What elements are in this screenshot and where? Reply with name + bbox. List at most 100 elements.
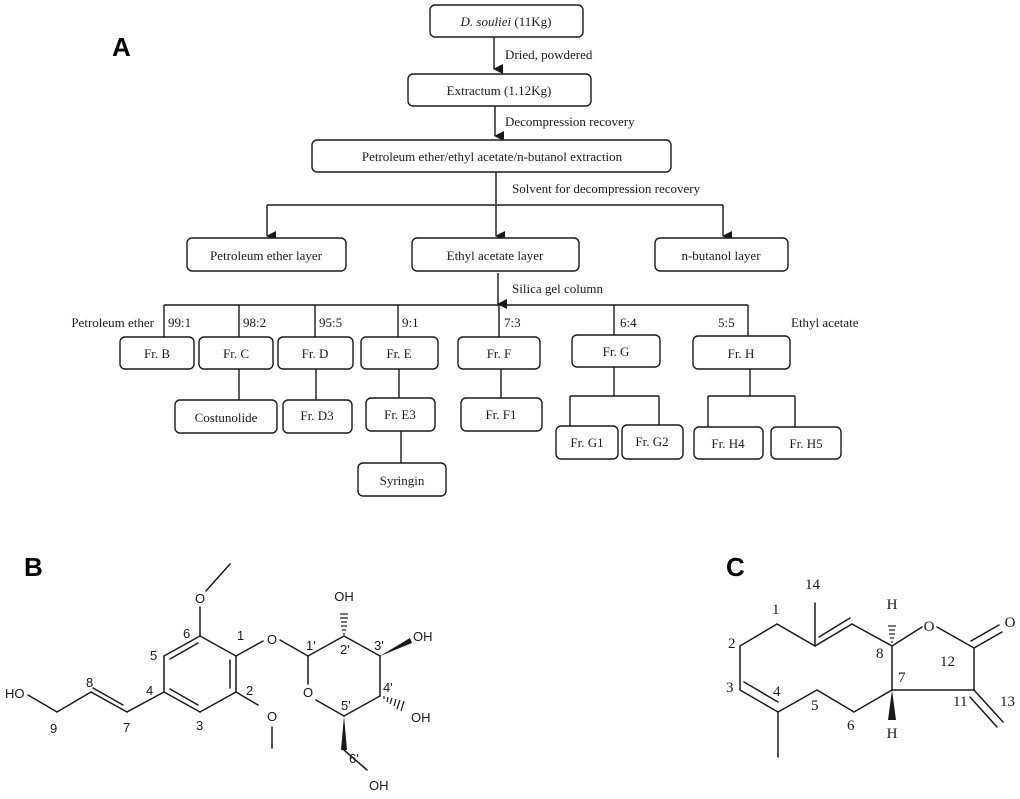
position-number: 6: [183, 626, 190, 641]
panel-label-c: C: [726, 552, 745, 582]
position-number: 1': [306, 638, 316, 653]
source-box: D. souliei (11Kg): [429, 4, 584, 38]
subfraction-label: Fr. H4: [711, 436, 745, 451]
position-number: 3: [196, 718, 203, 733]
subfraction-box-g2: Fr. G2: [621, 424, 684, 460]
position-number: 2: [728, 636, 736, 652]
layer-label: n-butanol layer: [681, 248, 761, 263]
atom-label: OH: [334, 589, 354, 604]
atom-label: OH: [411, 710, 431, 725]
ratio-stems: [163, 305, 749, 337]
ratio-label: 99:1: [168, 315, 191, 330]
fraction-label: Fr. E: [386, 346, 411, 361]
extract-box: Extractum (1.12Kg): [407, 73, 592, 107]
position-number: 8: [876, 646, 884, 662]
fraction-box-c: Fr. C: [198, 336, 274, 370]
fraction-box-d: Fr. D: [277, 336, 354, 370]
position-number: 8: [86, 675, 93, 690]
subfraction-label: Fr. D3: [300, 408, 333, 423]
subfraction-box-g1: Fr. G1: [555, 425, 619, 460]
atom-label: O: [924, 619, 935, 635]
panel-label-b: B: [24, 552, 43, 582]
atom-label: H: [887, 597, 898, 613]
position-number: 6': [349, 751, 359, 766]
layer-box-petroleum-ether: Petroleum ether layer: [186, 237, 347, 272]
position-number: 1: [772, 602, 780, 618]
ratio-label: 95:5: [319, 315, 342, 330]
gradient-end-label: Ethyl acetate: [791, 315, 859, 330]
fraction-box-h: Fr. H: [692, 335, 791, 370]
position-number: 9: [50, 721, 57, 736]
syringin-structure: [27, 563, 412, 771]
subfraction-box-h4: Fr. H4: [693, 426, 764, 460]
fraction-box-b: Fr. B: [119, 336, 195, 370]
extract-text: Extractum (1.12Kg): [447, 83, 552, 98]
partition-text: Petroleum ether/ethyl acetate/n-butanol …: [362, 149, 623, 164]
position-number: 4: [773, 684, 781, 700]
gradient-start-label: Petroleum ether: [71, 315, 154, 330]
layer-label: Ethyl acetate layer: [447, 248, 544, 263]
subfraction-label: Fr. E3: [384, 407, 416, 422]
fraction-box-f: Fr. F: [457, 336, 541, 370]
position-number: 5': [341, 698, 351, 713]
position-number: 3: [726, 680, 734, 696]
position-number: 12: [940, 654, 955, 670]
layer-box-n-butanol: n-butanol layer: [654, 237, 789, 272]
partition-box: Petroleum ether/ethyl acetate/n-butanol …: [311, 139, 672, 173]
position-number: 2: [246, 683, 253, 698]
fraction-label: Fr. H: [728, 346, 755, 361]
atom-label: HO: [5, 686, 25, 701]
step-decompression-label: Decompression recovery: [505, 114, 635, 129]
position-number: 2': [340, 642, 350, 657]
subfraction-label: Fr. H5: [789, 436, 822, 451]
position-number: 4': [383, 680, 393, 695]
ratio-label: 9:1: [402, 315, 419, 330]
ratio-label: 6:4: [620, 315, 637, 330]
subfraction-box-f1: Fr. F1: [460, 397, 543, 432]
position-number: 13: [1000, 694, 1015, 710]
subfraction-label: Fr. G2: [635, 434, 668, 449]
atom-label: OH: [413, 629, 433, 644]
position-number: 3': [374, 638, 384, 653]
subfraction-box-h5: Fr. H5: [770, 426, 842, 460]
subfraction-connectors: [238, 367, 796, 463]
atom-label: O: [1005, 615, 1016, 631]
fraction-box-g: Fr. G: [571, 334, 661, 368]
fraction-label: Fr. F: [487, 346, 512, 361]
subfraction-box-d3: Fr. D3: [282, 399, 353, 434]
source-text: D. souliei (11Kg): [460, 14, 552, 29]
layer-box-ethyl-acetate: Ethyl acetate layer: [411, 237, 580, 272]
position-number: 14: [805, 577, 821, 593]
ratio-label: 7:3: [504, 315, 521, 330]
position-number: 4: [146, 683, 153, 698]
species-name: D. souliei: [460, 14, 512, 29]
subfraction-label: Syringin: [380, 473, 425, 488]
position-number: 5: [150, 648, 157, 663]
ratio-label: 98:2: [243, 315, 266, 330]
step-dried-label: Dried, powdered: [505, 47, 593, 62]
subfraction-box-syringin: Syringin: [357, 462, 447, 497]
step-silica-label: Silica gel column: [512, 281, 603, 296]
panel-label-a: A: [112, 32, 131, 62]
subfraction-box-costunolide: Costunolide: [174, 399, 278, 434]
fraction-label: Fr. C: [223, 346, 249, 361]
position-number: 7: [123, 720, 130, 735]
atom-label: O: [267, 709, 277, 724]
costunolide-structure: [739, 602, 1004, 758]
source-amount: (11Kg): [511, 14, 551, 29]
fraction-label: Fr. B: [144, 346, 170, 361]
position-number: 11: [953, 694, 967, 710]
fraction-label: Fr. D: [302, 346, 329, 361]
subfraction-box-e3: Fr. E3: [365, 397, 436, 432]
ratio-label: 5:5: [718, 315, 735, 330]
subfraction-label: Fr. F1: [485, 407, 516, 422]
step-solvent-label: Solvent for decompression recovery: [512, 181, 701, 196]
fraction-label: Fr. G: [603, 344, 630, 359]
fraction-box-e: Fr. E: [360, 336, 439, 370]
position-number: 5: [811, 698, 819, 714]
atom-label: OH: [369, 778, 389, 793]
position-number: 7: [898, 670, 906, 686]
subfraction-label: Fr. G1: [570, 435, 603, 450]
atom-label: O: [303, 685, 313, 700]
